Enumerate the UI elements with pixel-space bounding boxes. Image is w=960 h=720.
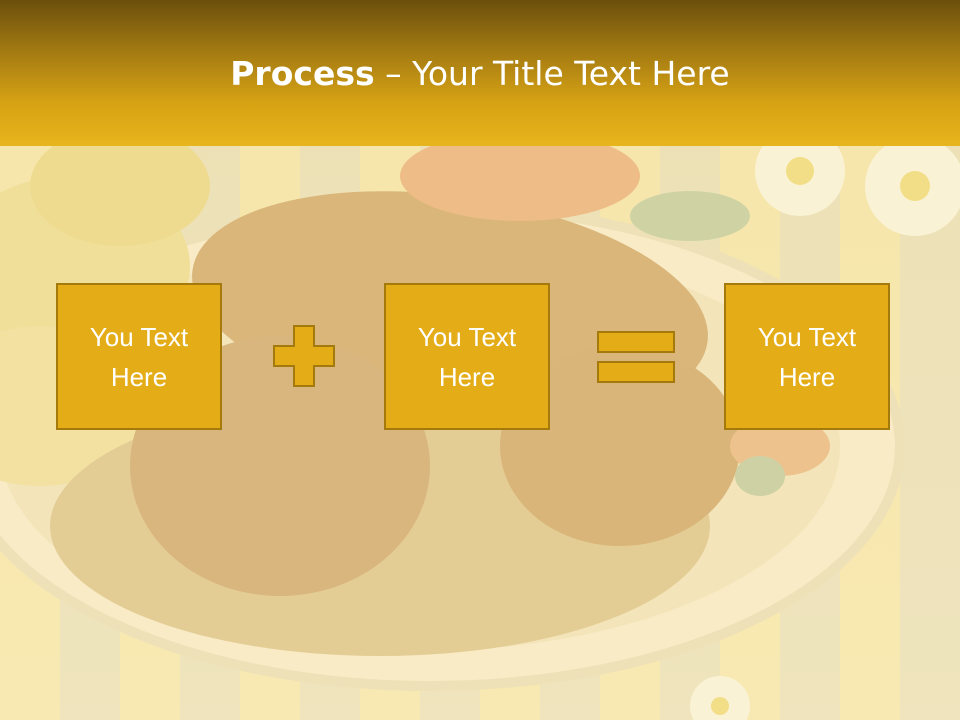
process-box-1[interactable]: You Text Here: [56, 283, 222, 430]
photo-fade-overlay: [0, 146, 960, 720]
process-box-2-text: You Text Here: [417, 321, 517, 392]
slide-title: Process – Your Title Text Here: [0, 52, 960, 96]
process-box-1-text: You Text Here: [89, 321, 189, 392]
process-box-2[interactable]: You Text Here: [384, 283, 550, 430]
process-box-3[interactable]: You Text Here: [724, 283, 890, 430]
title-banner: Process – Your Title Text Here: [0, 0, 960, 146]
plus-icon: [273, 325, 335, 387]
equals-icon: [597, 331, 675, 383]
background-food-photo: [0, 146, 960, 720]
process-box-3-text: You Text Here: [757, 321, 857, 392]
title-bold: Process: [230, 54, 375, 93]
title-rest: – Your Title Text Here: [374, 54, 730, 93]
